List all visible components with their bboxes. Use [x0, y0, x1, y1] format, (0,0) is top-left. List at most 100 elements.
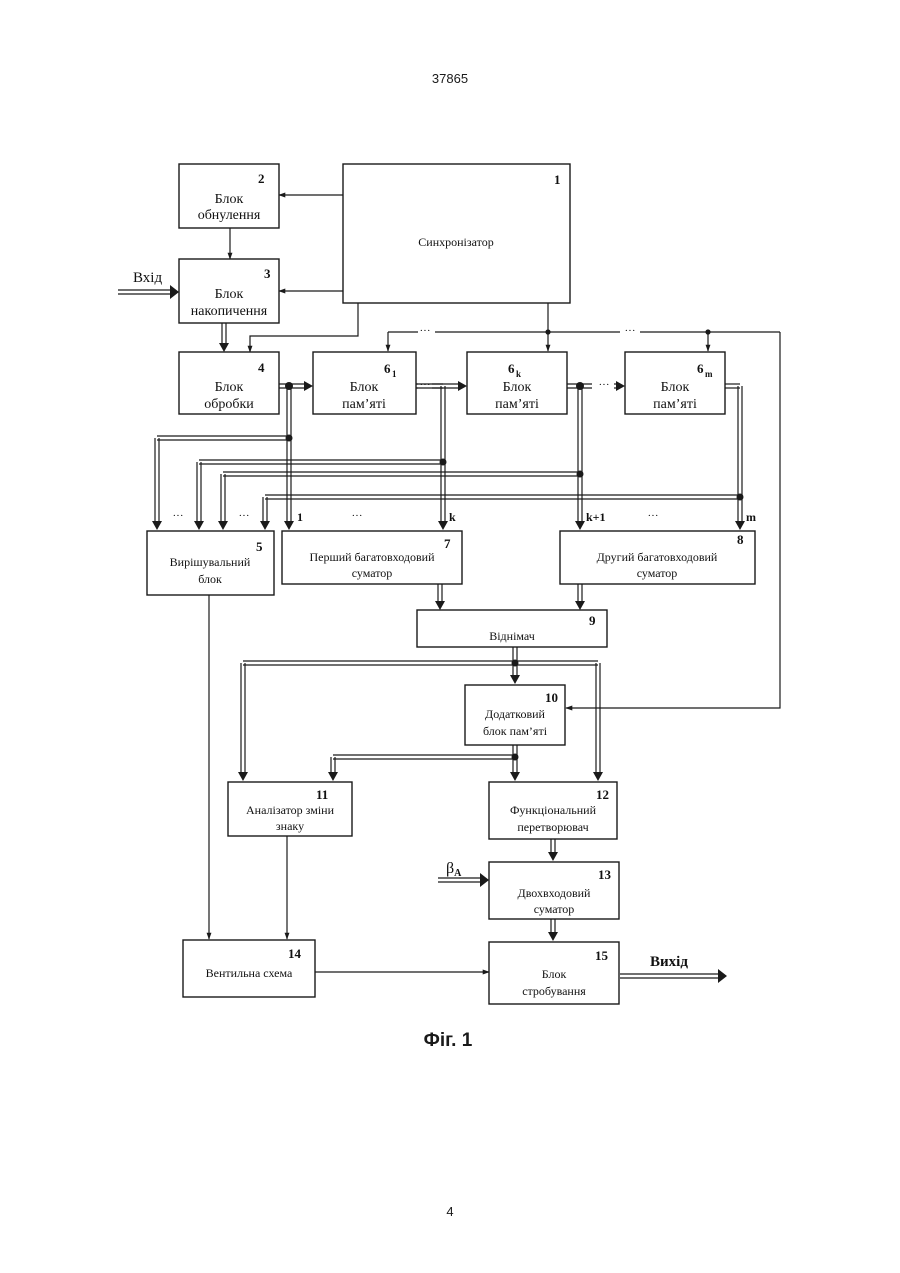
svg-text:блок: блок — [198, 572, 222, 586]
block-extra-memory: 10 Додатковий блок пам’яті — [465, 685, 565, 745]
svg-text:Функціональний: Функціональний — [510, 803, 597, 817]
svg-text:Другий багатовходовий: Другий багатовходовий — [597, 550, 718, 564]
svg-text:1: 1 — [392, 369, 397, 379]
svg-text:суматор: суматор — [637, 566, 678, 580]
block-memory-k: 6 k Блок пам’яті — [467, 352, 567, 414]
svg-text:Блок: Блок — [661, 380, 690, 395]
document-number: 37865 — [432, 71, 468, 86]
bus-mem-k-to-adder2 — [575, 386, 585, 530]
svg-text:···: ··· — [420, 379, 431, 391]
svg-text:Двохвходовий: Двохвходовий — [518, 886, 592, 900]
svg-text:···: ··· — [625, 325, 636, 337]
svg-text:12: 12 — [596, 787, 609, 802]
bus-mem-m-to-adder2 — [725, 384, 745, 530]
bus-label-m: m — [746, 510, 756, 524]
svg-text:11: 11 — [316, 787, 328, 802]
block-functional-converter: 12 Функціональний перетворювач — [489, 782, 617, 839]
block-second-adder: 8 Другий багатовходовий суматор — [560, 531, 755, 584]
bus-to-mem-m — [614, 381, 625, 391]
bus-adder2-to-subtractor — [575, 584, 585, 610]
svg-text:накопичення: накопичення — [191, 304, 268, 319]
input-bus — [118, 285, 179, 299]
svg-text:Вирішувальний: Вирішувальний — [170, 555, 251, 569]
svg-text:6: 6 — [697, 361, 704, 376]
figure-caption: Фіг. 1 — [424, 1030, 473, 1051]
svg-text:k: k — [516, 369, 521, 379]
svg-text:6: 6 — [384, 361, 391, 376]
bus-mem-m-to-decision — [260, 495, 740, 530]
svg-text:8: 8 — [737, 532, 744, 547]
block-two-input-adder: 13 Двохвходовий суматор — [489, 862, 619, 919]
svg-text:Блок: Блок — [542, 967, 567, 981]
output-bus — [620, 969, 727, 983]
svg-text:Перший багатовходовий: Перший багатовходовий — [309, 550, 435, 564]
svg-text:15: 15 — [595, 948, 609, 963]
svg-text:···: ··· — [599, 379, 610, 391]
block-strobing: 15 Блок стробування — [489, 942, 619, 1004]
svg-text:обнулення: обнулення — [198, 208, 261, 223]
block-accumulation: 3 Блок накопичення — [179, 259, 279, 323]
block-synchronizer: 1 Синхронізатор — [343, 164, 570, 303]
svg-text:Аналізатор зміни: Аналізатор зміни — [246, 803, 335, 817]
svg-text:Блок: Блок — [215, 380, 244, 395]
bus-processing-to-adder1-in1 — [284, 386, 294, 530]
svg-text:m: m — [705, 369, 713, 379]
svg-text:пам’яті: пам’яті — [342, 397, 386, 412]
svg-text:пам’яті: пам’яті — [653, 397, 697, 412]
svg-text:стробування: стробування — [522, 984, 586, 998]
block-gate-circuit: 14 Вентильна схема — [183, 940, 315, 997]
svg-text:···: ··· — [352, 510, 363, 522]
svg-text:4: 4 — [258, 360, 265, 375]
bus-extra-memory-to-converter — [510, 745, 520, 781]
svg-text:блок пам’яті: блок пам’яті — [483, 724, 548, 738]
block-first-adder: 7 Перший багатовходовий суматор — [282, 531, 462, 584]
block-decision: 5 Вирішувальний блок — [147, 531, 274, 595]
page-number: 4 — [446, 1204, 453, 1219]
bus-adder-to-strobing — [548, 919, 558, 941]
block-subtractor: 9 Віднімач — [417, 610, 607, 647]
svg-text:6: 6 — [508, 361, 515, 376]
svg-text:Блок: Блок — [215, 192, 244, 207]
svg-text:Вентильна схема: Вентильна схема — [206, 966, 293, 980]
svg-text:Віднімач: Віднімач — [489, 629, 535, 643]
svg-text:суматор: суматор — [352, 566, 393, 580]
svg-text:Додатковий: Додатковий — [485, 707, 546, 721]
svg-text:Блок: Блок — [503, 380, 532, 395]
input-label: Вхід — [133, 270, 162, 286]
svg-text:13: 13 — [598, 867, 612, 882]
block-memory-1: 6 1 Блок пам’яті — [313, 352, 416, 414]
svg-text:9: 9 — [589, 613, 596, 628]
svg-text:···: ··· — [648, 510, 659, 522]
bus-mem-k-to-decision — [218, 472, 580, 530]
output-label: Вихід — [650, 954, 688, 970]
bus-to-mem-k — [432, 381, 467, 391]
block-sign-analyzer: 11 Аналізатор зміни знаку — [228, 782, 352, 836]
svg-text:3: 3 — [264, 266, 271, 281]
svg-text:···: ··· — [173, 510, 184, 522]
bus-label-1: 1 — [297, 510, 303, 524]
block-number: 1 — [554, 172, 561, 187]
svg-text:10: 10 — [545, 690, 558, 705]
bus-converter-to-adder — [548, 839, 558, 861]
bus-processing-to-mem-1 — [279, 381, 313, 391]
bus-label-k1: k+1 — [586, 510, 606, 524]
bus-label-k: k — [449, 510, 456, 524]
svg-text:7: 7 — [444, 536, 451, 551]
svg-text:14: 14 — [288, 946, 302, 961]
svg-text:Блок: Блок — [215, 287, 244, 302]
beta-label: βA — [446, 860, 462, 879]
svg-text:суматор: суматор — [534, 902, 575, 916]
block-processing: 4 Блок обробки — [179, 352, 279, 414]
bus-adder1-to-subtractor — [435, 584, 445, 610]
bus-extra-memory-to-analyzer — [328, 755, 515, 781]
svg-text:перетворювач: перетворювач — [517, 820, 588, 834]
svg-text:знаку: знаку — [276, 819, 304, 833]
block-label: Синхронізатор — [418, 235, 493, 249]
svg-text:···: ··· — [239, 510, 250, 522]
block-reset: 2 Блок обнулення — [179, 164, 279, 228]
svg-text:···: ··· — [420, 325, 431, 337]
block-memory-m: 6 m Блок пам’яті — [625, 352, 725, 414]
bus-mem-1-to-adder1-ink — [416, 384, 448, 530]
